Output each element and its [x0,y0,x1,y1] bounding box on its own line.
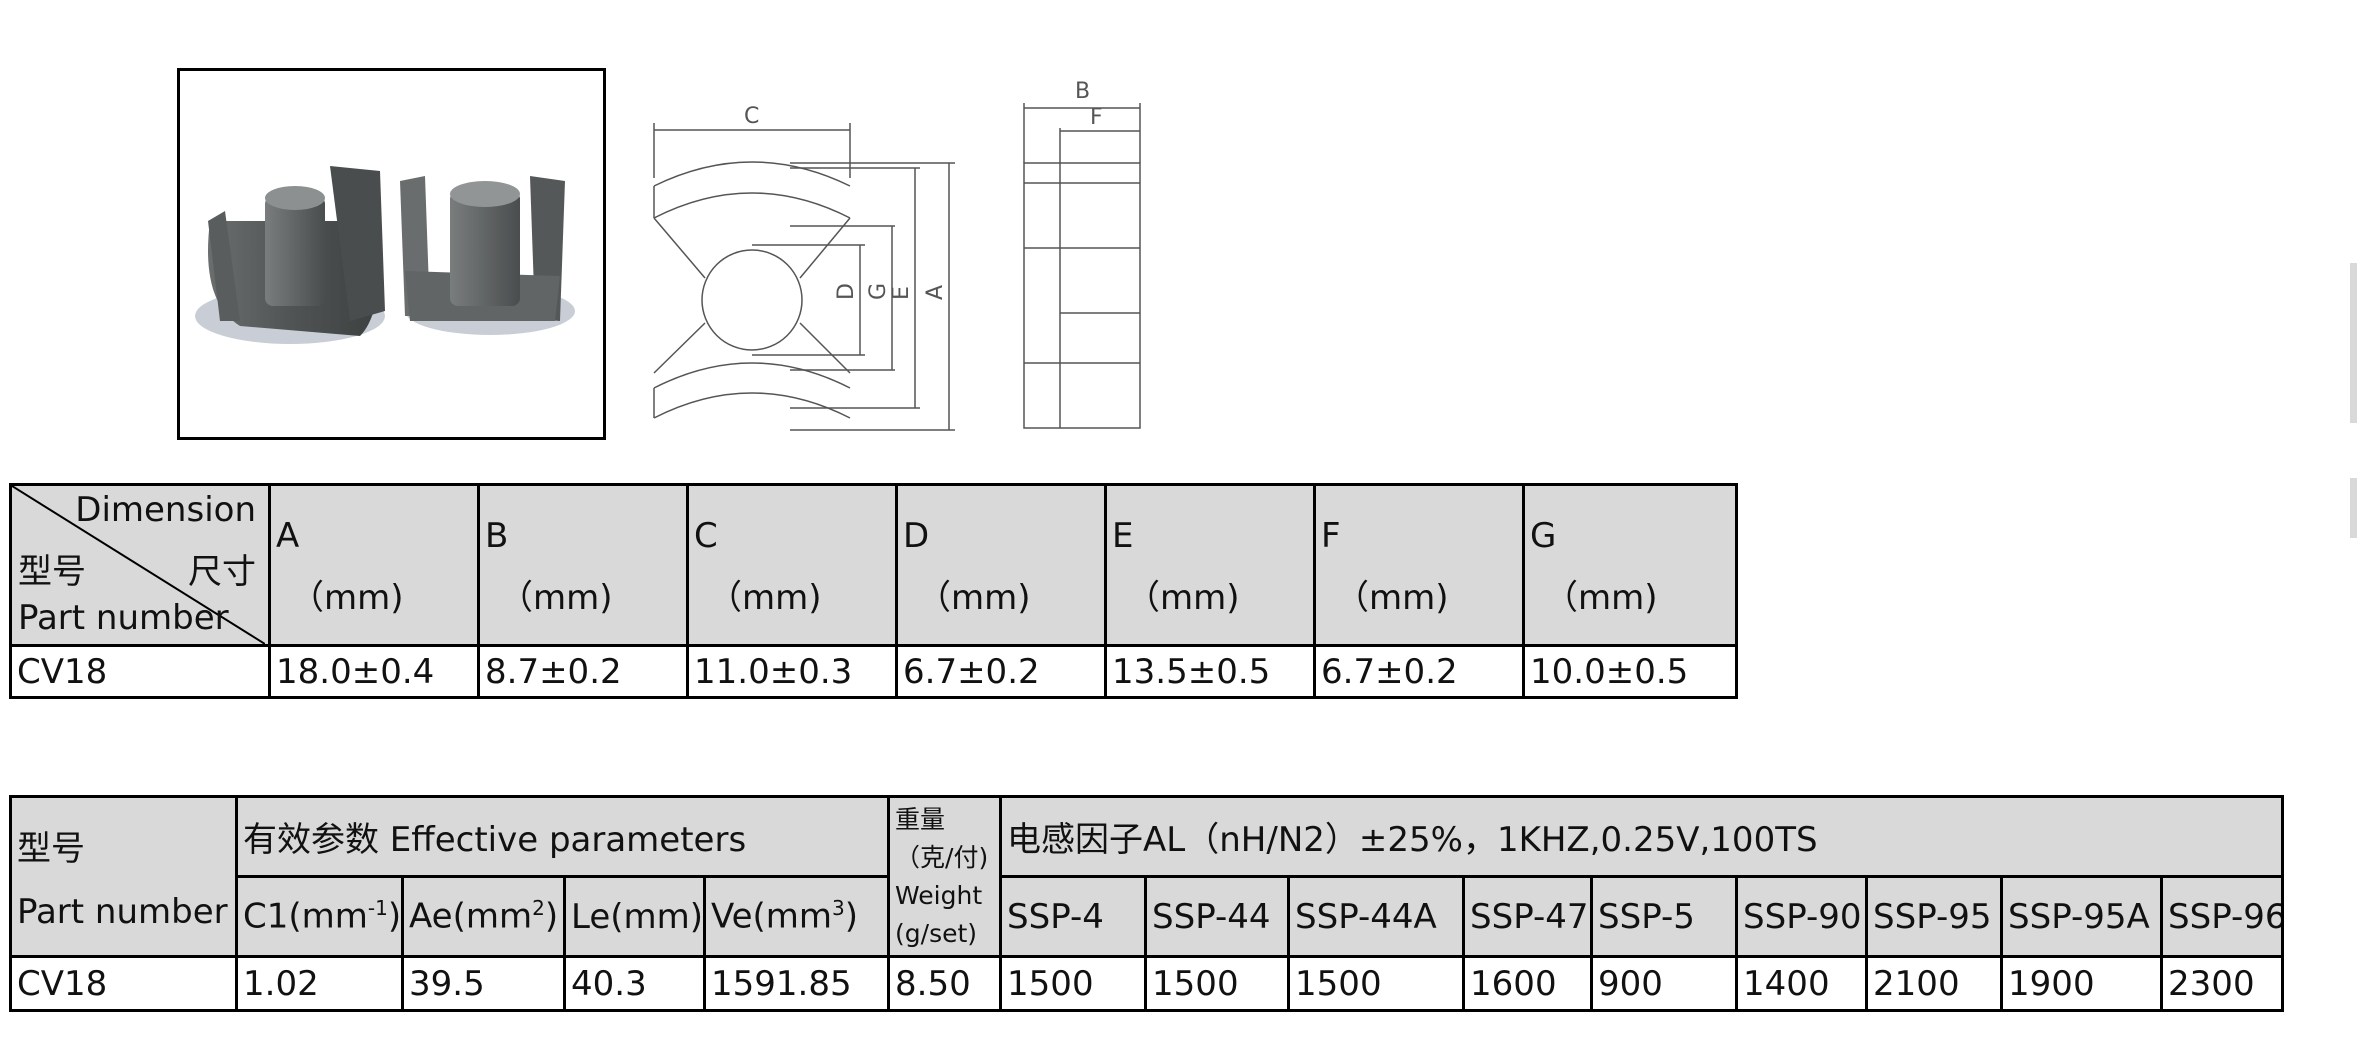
weight-header-cell: 重量（克/付) Weight (g/set) [887,795,1003,958]
c1-cell: 1.02 [235,955,404,1012]
col-header-a: A（mm) [268,483,480,647]
dimension-header-row: Dimension 型号 尺寸 Part number A（mm) B（mm) … [9,483,1738,647]
al-cell: 1600 [1462,955,1594,1012]
col-header-d: D（mm) [895,483,1107,647]
value-cell-c: 11.0±0.3 [686,644,898,699]
col-header-f: F（mm) [1313,483,1525,647]
al-header: 电感因子AL（nH/N2）±25%，1KHZ,0.25V,100TS [999,795,2285,878]
al-cell: 1900 [2000,955,2164,1012]
ferrite-core-photo [195,166,575,344]
weight-label-zh: 重量（克/付) [895,804,989,872]
col-header-g: G（mm) [1522,483,1738,647]
label-b: B [1075,79,1090,104]
value-cell-g: 10.0±0.5 [1522,644,1738,699]
value-cell-b: 8.7±0.2 [477,644,689,699]
dimension-table: Dimension 型号 尺寸 Part number A（mm) B（mm) … [9,483,1738,699]
parameters-table: 型号 Part number 有效参数 Effective parameters… [9,795,2285,1012]
col-header-b: B（mm) [477,483,689,647]
material-header: SSP-96 [2160,875,2285,958]
label-e: E [889,286,914,300]
dimension-drawing: C B F D G E A [653,79,1141,431]
effective-params-header: 有效参数 Effective parameters [234,795,891,878]
material-header: SSP-47 [1462,875,1594,958]
al-cell: 1500 [1287,955,1466,1012]
table-row: CV18 18.0±0.4 8.7±0.2 11.0±0.3 6.7±0.2 1… [9,644,1738,699]
model-label-zh: 型号 [17,829,85,869]
col-header-e: E（mm) [1104,483,1316,647]
material-header: SSP-95A [2000,875,2164,958]
value-cell-e: 13.5±0.5 [1104,644,1316,699]
material-header: SSP-90 [1735,875,1869,958]
dimension-label: Dimension [75,490,256,530]
part-number-label: Part number [17,892,228,932]
value-cell-d: 6.7±0.2 [895,644,1107,699]
ae-header: Ae(mm2) [401,875,566,958]
al-cell: 2100 [1865,955,2004,1012]
param-header-row-2: C1(mm-1) Ae(mm2) Le(mm) Ve(mm3) SSP-4 SS… [11,875,2285,958]
al-cell: 1500 [1144,955,1291,1012]
scrollbar-fragment [2350,263,2357,423]
label-f: F [1090,105,1103,130]
diagonal-line [13,487,265,643]
model-header-cell: 型号 Part number [9,795,238,958]
al-cell: 1500 [999,955,1148,1012]
weight-cell: 8.50 [887,955,1003,1012]
al-cell: 1400 [1735,955,1869,1012]
material-header: SSP-95 [1865,875,2004,958]
label-d: D [834,283,859,300]
material-header: SSP-4 [999,875,1148,958]
value-cell-a: 18.0±0.4 [268,644,480,699]
label-a: A [923,285,948,300]
part-cell: CV18 [9,644,271,699]
label-c: C [744,104,759,129]
al-cell: 2300 [2160,955,2285,1012]
ae-cell: 39.5 [401,955,566,1012]
ve-header: Ve(mm3) [702,875,891,958]
model-label-zh: 型号 [18,552,86,592]
size-label-zh: 尺寸 [188,552,256,592]
scrollbar-fragment [2350,478,2357,538]
ve-cell: 1591.85 [702,955,891,1012]
c1-header: C1(mm-1) [235,875,404,958]
table-row: CV18 1.02 39.5 40.3 1591.85 8.50 1500 15… [9,955,2285,1012]
product-photo [177,68,606,440]
material-header: SSP-44A [1287,875,1466,958]
al-cell: 900 [1590,955,1739,1012]
part-number-label: Part number [18,598,229,638]
material-header: SSP-44 [1144,875,1291,958]
param-header-row-1: 型号 Part number 有效参数 Effective parameters… [9,795,2285,958]
value-cell-f: 6.7±0.2 [1313,644,1525,699]
weight-label-en: Weight (g/set) [895,880,983,948]
label-g: G [866,283,891,300]
le-header: Le(mm) [563,875,706,958]
le-cell: 40.3 [563,955,706,1012]
corner-header-cell: Dimension 型号 尺寸 Part number [9,483,271,647]
material-header: SSP-5 [1590,875,1739,958]
part-cell: CV18 [9,955,238,1012]
col-header-c: C（mm) [686,483,898,647]
